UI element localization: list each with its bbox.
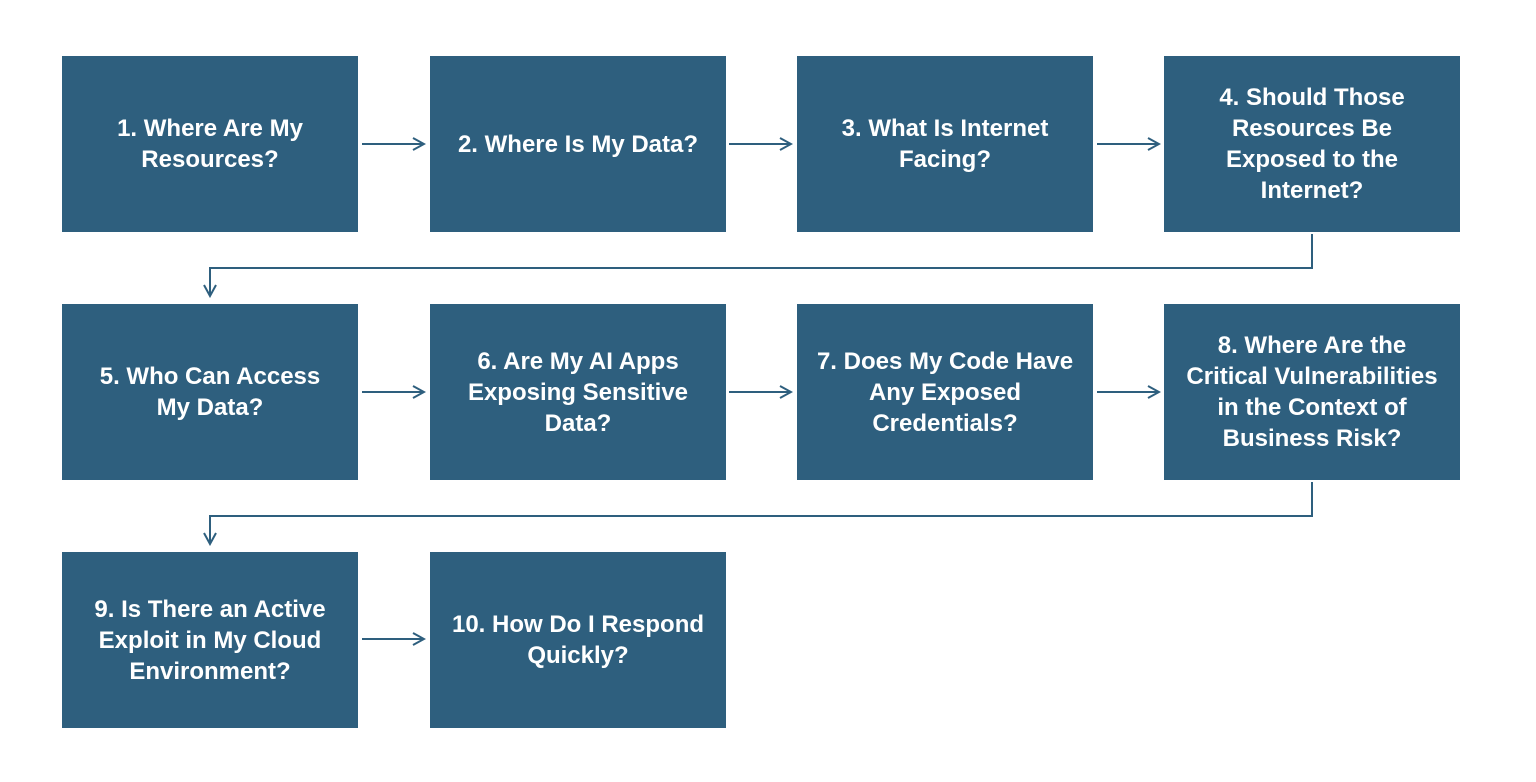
step-8-box: 8. Where Are the Critical Vulnerabilitie… <box>1164 304 1460 480</box>
step-7-box: 7. Does My Code Have Any Exposed Credent… <box>797 304 1093 480</box>
step-3-label: 3. What Is Internet Facing? <box>841 115 1049 173</box>
step-10-label: 10. How Do I Respond Quickly? <box>451 611 705 669</box>
step-10-box: 10. How Do I Respond Quickly? <box>430 552 726 728</box>
step-8-label: 8. Where Are the Critical Vulnerabilitie… <box>1186 332 1438 452</box>
step-2-box: 2. Where Is My Data? <box>430 56 726 232</box>
step-1-box: 1. Where Are My Resources? <box>62 56 358 232</box>
step-5-box: 5. Who Can Access My Data? <box>62 304 358 480</box>
arrow-4-to-5 <box>210 234 1313 296</box>
step-6-label: 6. Are My AI Apps Exposing Sensitive Dat… <box>467 347 689 437</box>
step-5-label: 5. Who Can Access My Data? <box>99 363 321 421</box>
step-3-box: 3. What Is Internet Facing? <box>797 56 1093 232</box>
step-4-box: 4. Should Those Resources Be Exposed to … <box>1164 56 1460 232</box>
step-4-label: 4. Should Those Resources Be Exposed to … <box>1219 84 1405 204</box>
arrow-8-to-9 <box>210 482 1313 544</box>
step-9-box: 9. Is There an Active Exploit in My Clou… <box>62 552 358 728</box>
step-6-box: 6. Are My AI Apps Exposing Sensitive Dat… <box>430 304 726 480</box>
step-9-label: 9. Is There an Active Exploit in My Clou… <box>94 595 326 685</box>
step-1-label: 1. Where Are My Resources? <box>117 115 303 173</box>
step-2-label: 2. Where Is My Data? <box>457 130 699 158</box>
step-7-label: 7. Does My Code Have Any Exposed Credent… <box>816 347 1074 437</box>
